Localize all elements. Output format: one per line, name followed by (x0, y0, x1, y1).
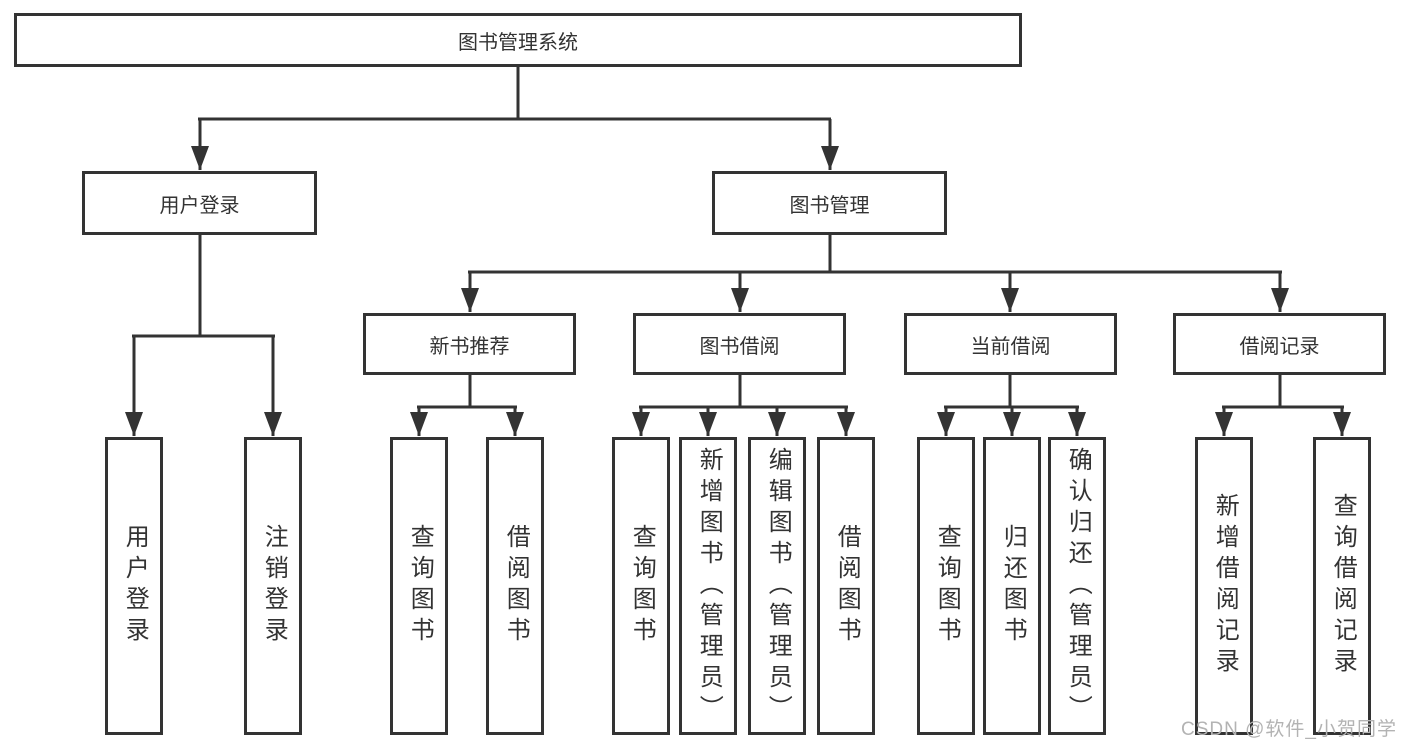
node-book-management-label: 图书管理 (789, 194, 870, 217)
leaf-edit-book-admin-label: 编辑图书（管理员） (764, 446, 792, 726)
connector-current-borrow-to-leaves (937, 374, 1086, 436)
leaf-query-books-current-label: 查询图书 (933, 524, 961, 648)
leaf-add-borrow-record: 新增借阅记录 (1195, 437, 1253, 735)
leaf-borrow-books-label: 借阅图书 (833, 524, 861, 648)
leaf-borrow-books-recommend-label: 借阅图书 (502, 524, 530, 648)
node-current-borrow-label: 当前借阅 (970, 335, 1051, 358)
leaf-query-books-recommend-label: 查询图书 (406, 524, 434, 648)
leaf-query-borrow-record-label: 查询借阅记录 (1329, 493, 1357, 679)
leaf-add-book-admin-label: 新增图书（管理员） (695, 446, 723, 726)
leaf-query-books-borrow-label: 查询图书 (628, 524, 656, 648)
leaf-confirm-return-admin-label: 确认归还（管理员） (1064, 446, 1092, 726)
leaf-return-books-label: 归还图书 (999, 524, 1027, 648)
leaf-query-borrow-record: 查询借阅记录 (1313, 437, 1371, 735)
leaf-add-book-admin: 新增图书（管理员） (679, 437, 737, 735)
watermark: CSDN @软件_小贺同学 (1181, 719, 1397, 740)
leaf-user-login: 用户登录 (105, 437, 163, 735)
leaf-query-books-current: 查询图书 (917, 437, 975, 735)
leaf-query-books-recommend: 查询图书 (390, 437, 448, 735)
node-book-management: 图书管理 (712, 171, 947, 235)
node-root-label: 图书管理系统 (458, 31, 578, 54)
node-user-login-label: 用户登录 (159, 194, 240, 217)
leaf-edit-book-admin: 编辑图书（管理员） (748, 437, 806, 735)
node-borrow-records-label: 借阅记录 (1239, 335, 1320, 358)
connector-root-to-level2 (191, 66, 839, 170)
node-book-borrow: 图书借阅 (633, 313, 846, 375)
leaf-user-login-label: 用户登录 (121, 524, 149, 648)
leaf-query-books-borrow: 查询图书 (612, 437, 670, 735)
leaf-logout-login: 注销登录 (244, 437, 302, 735)
leaf-borrow-books-recommend: 借阅图书 (486, 437, 544, 735)
leaf-return-books: 归还图书 (983, 437, 1041, 735)
node-new-book-recommend-label: 新书推荐 (429, 335, 510, 358)
node-borrow-records: 借阅记录 (1173, 313, 1386, 375)
node-book-borrow-label: 图书借阅 (699, 335, 780, 358)
connector-user-login-to-leaves (125, 234, 282, 436)
connector-new-book-recommend-to-leaves (410, 374, 524, 436)
connector-borrow-records-to-leaves (1215, 374, 1351, 436)
node-user-login: 用户登录 (82, 171, 317, 235)
leaf-confirm-return-admin: 确认归还（管理员） (1048, 437, 1106, 735)
node-root: 图书管理系统 (14, 13, 1022, 67)
leaf-borrow-books: 借阅图书 (817, 437, 875, 735)
leaf-logout-login-label: 注销登录 (260, 524, 288, 648)
node-new-book-recommend: 新书推荐 (363, 313, 576, 375)
leaf-add-borrow-record-label: 新增借阅记录 (1211, 493, 1239, 679)
node-current-borrow: 当前借阅 (904, 313, 1117, 375)
connector-book-borrow-to-leaves (632, 374, 855, 436)
connector-book-management-to-level3 (461, 234, 1289, 312)
